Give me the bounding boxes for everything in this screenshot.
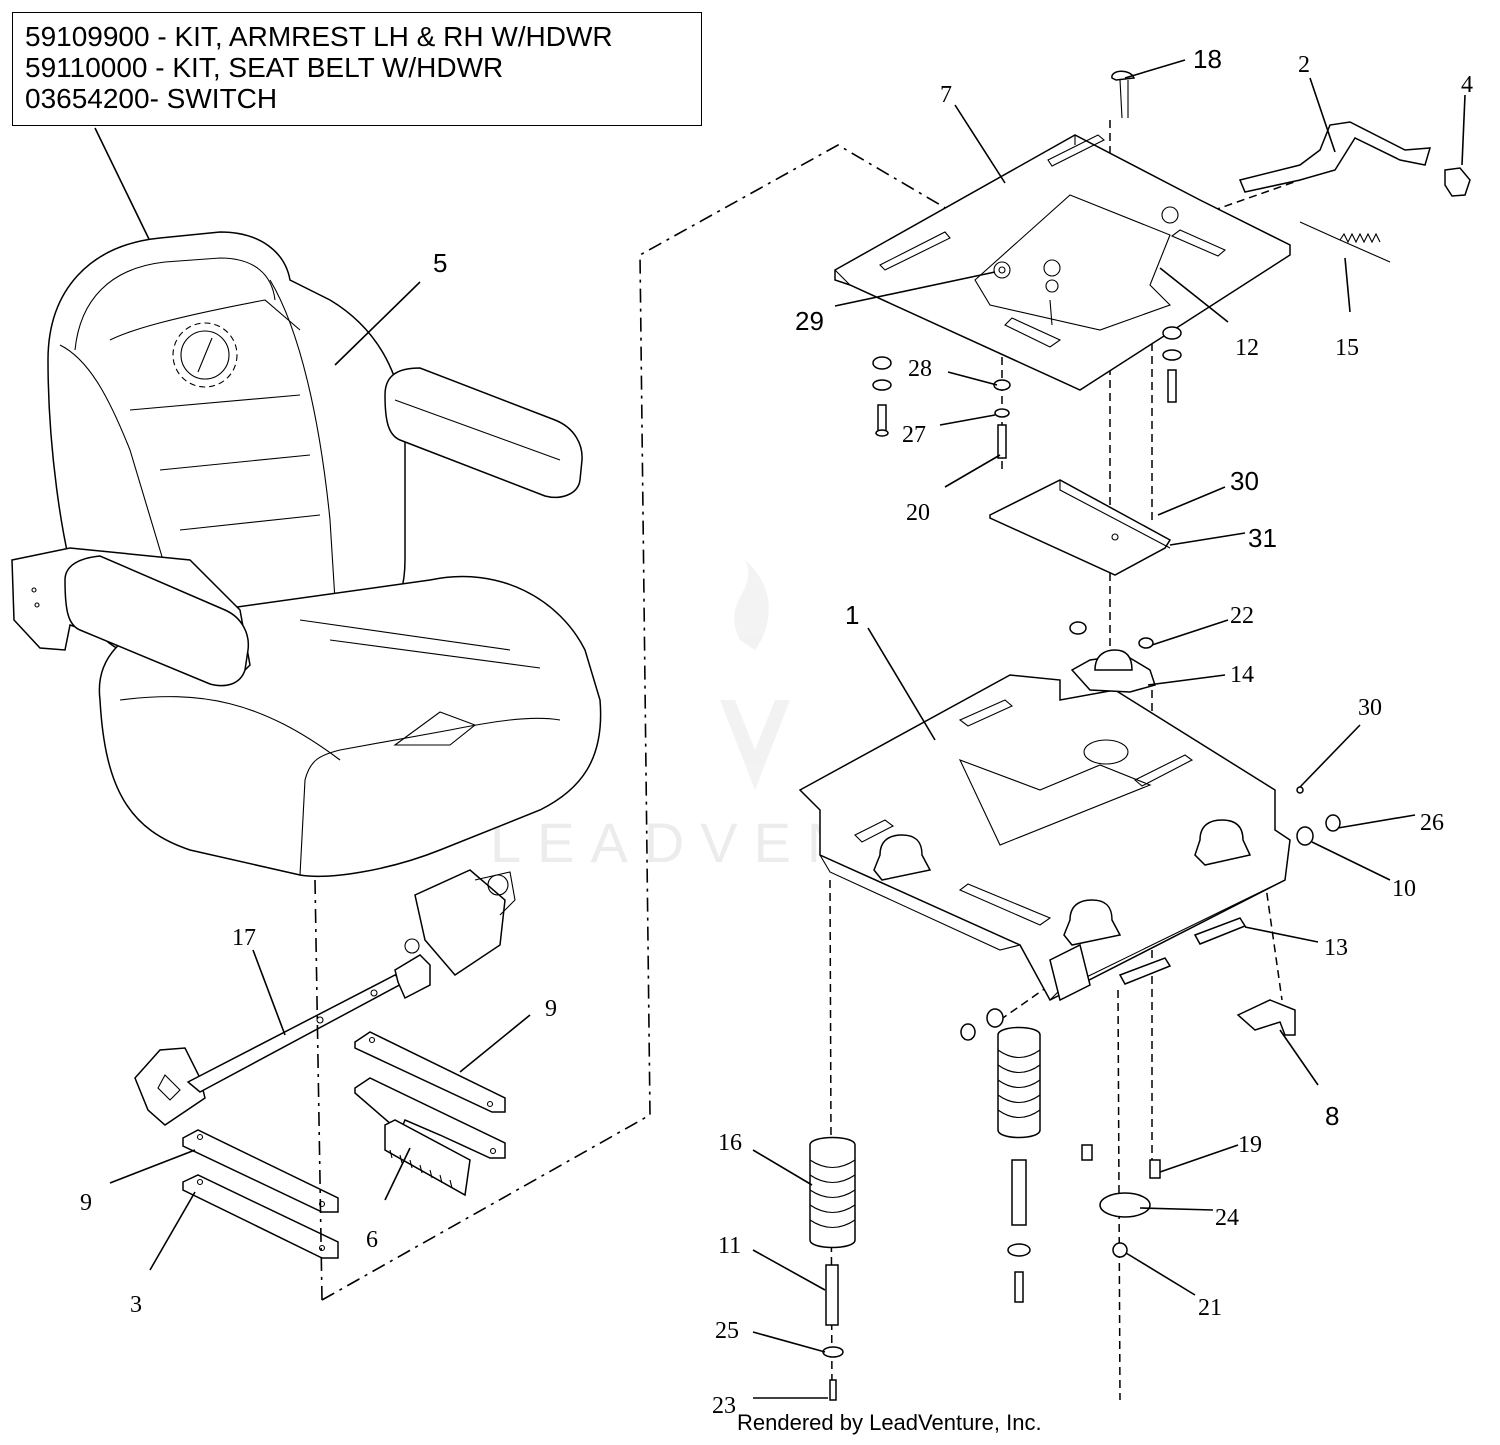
bushings-right (1296, 786, 1341, 846)
callout-19: 19 (1238, 1132, 1262, 1158)
plate-3 (182, 1174, 339, 1259)
callout-labels: 18 2 4 5 7 29 12 15 28 27 20 30 31 22 14… (80, 44, 1473, 1419)
seat-switch (414, 869, 506, 976)
callout-29: 29 (795, 306, 824, 336)
isolator-rear (1063, 899, 1122, 946)
callout-8: 8 (1325, 1101, 1339, 1131)
callout-1: 1 (845, 600, 859, 630)
isolator-plate-14 (1070, 654, 1156, 693)
lever-grip-4 (1444, 167, 1471, 197)
callout-26: 26 (1420, 810, 1444, 836)
callout-25: 25 (715, 1318, 739, 1344)
callout-14: 14 (1230, 662, 1254, 688)
plate-9-lower (182, 1129, 339, 1213)
leader-lines (109, 59, 1466, 1399)
spring-center-stack (960, 1008, 1041, 1303)
callout-18: 18 (1193, 44, 1222, 74)
callout-16: 16 (718, 1130, 742, 1156)
kit-note-seat-belt: 59110000 - KIT, SEAT BELT W/HDWR (25, 52, 504, 83)
callout-6: 6 (366, 1227, 378, 1253)
callout-24: 24 (1215, 1205, 1239, 1231)
spacer-11 (825, 1264, 839, 1326)
left-armrest-pad (64, 555, 250, 687)
callout-23: 23 (712, 1393, 736, 1419)
isolator-front-right (1194, 819, 1252, 866)
callout-5: 5 (433, 248, 447, 278)
suspension-base (798, 621, 1291, 1002)
clevis-pin-18 (1111, 70, 1136, 81)
callout-11: 11 (718, 1233, 741, 1259)
plate-6 (354, 1077, 506, 1159)
callout-10: 10 (1392, 876, 1416, 902)
watermark-logo (720, 560, 790, 790)
upper-seat-plate (834, 134, 1291, 391)
callout-21: 21 (1198, 1295, 1222, 1321)
pins-13 (1118, 917, 1247, 985)
callout-30-upper: 30 (1230, 466, 1259, 496)
kit-notes-box: 59109900 - KIT, ARMREST LH & RH W/HDWR 5… (12, 12, 702, 126)
footer-rendered-by: Rendered by LeadVenture, Inc. (737, 1410, 1042, 1435)
callout-13: 13 (1324, 935, 1348, 961)
seat-assembly (11, 231, 602, 878)
spring-15 (1299, 221, 1391, 263)
callout-7: 7 (940, 82, 952, 108)
base-plate-1 (798, 674, 1291, 1001)
nut-21 (1112, 1242, 1128, 1258)
callout-4: 4 (1461, 72, 1473, 98)
plate-6-teeth (384, 1119, 471, 1197)
plate-31 (989, 479, 1172, 576)
callout-15: 15 (1335, 335, 1359, 361)
seat-belt-assembly (134, 869, 516, 1126)
callout-9-lower: 9 (80, 1190, 92, 1216)
bolt-23 (829, 1379, 837, 1401)
washer-24 (1099, 1192, 1151, 1218)
plate-7 (834, 134, 1291, 391)
callout-17: 17 (232, 925, 256, 951)
kit-note-switch: 03654200- SWITCH (25, 83, 278, 114)
callout-9-upper: 9 (545, 996, 557, 1022)
kit-note-armrest: 59109900 - KIT, ARMREST LH & RH W/HDWR (25, 21, 613, 52)
left-plates (182, 1031, 506, 1259)
callout-2: 2 (1298, 52, 1310, 78)
isolator-front-left (873, 834, 932, 881)
hardware-left-stack (872, 326, 1182, 459)
washer-25 (822, 1346, 844, 1358)
base-cutout (958, 759, 1152, 846)
adjust-lever-group (1111, 70, 1471, 263)
spring-16-stack (809, 1136, 856, 1401)
callout-20: 20 (906, 500, 930, 526)
adjust-lever-2 (1238, 121, 1432, 193)
callout-12: 12 (1235, 335, 1259, 361)
bracket-8 (1236, 999, 1296, 1036)
callout-28: 28 (908, 356, 932, 382)
callout-31: 31 (1248, 523, 1277, 553)
callout-27: 27 (902, 422, 926, 448)
callout-3: 3 (130, 1292, 142, 1318)
callout-22: 22 (1230, 603, 1254, 629)
right-bottom-hardware (1081, 1144, 1161, 1258)
plate-9-upper (354, 1031, 506, 1113)
callout-30-lower: 30 (1358, 695, 1382, 721)
